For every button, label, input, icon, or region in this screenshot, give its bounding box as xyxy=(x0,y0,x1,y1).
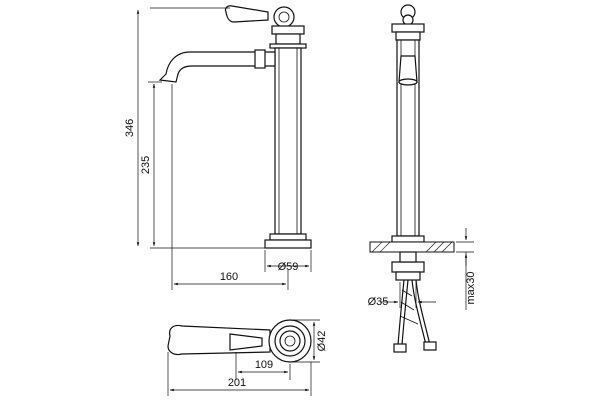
handle-hub xyxy=(273,6,295,28)
top-view: Ø42 109 201 xyxy=(167,319,328,396)
dim-base-diameter: Ø59 xyxy=(278,261,299,273)
front-view: Ø35 max30 xyxy=(368,4,477,353)
dim-handle-diameter: Ø42 xyxy=(316,331,328,352)
side-view: 346 235 Ø59 160 xyxy=(124,5,312,290)
dim-handle-offset: 109 xyxy=(255,359,273,371)
dim-spout-height: 235 xyxy=(140,156,152,174)
front-spout-outlet xyxy=(398,55,418,83)
dim-total-length: 201 xyxy=(228,377,246,389)
supply-hose-left xyxy=(397,279,405,346)
dim-max-thickness: max30 xyxy=(465,271,477,304)
dim-total-height: 346 xyxy=(124,119,136,137)
dim-body-diameter: Ø35 xyxy=(368,296,389,308)
dim-spout-reach: 160 xyxy=(220,271,238,283)
counter-hatch xyxy=(371,241,453,253)
base-flange xyxy=(264,239,312,249)
cap xyxy=(271,25,305,35)
mounting-nut xyxy=(391,261,425,273)
spout xyxy=(158,51,276,83)
lever-handle xyxy=(224,5,269,23)
supply-hose-right xyxy=(411,279,427,346)
